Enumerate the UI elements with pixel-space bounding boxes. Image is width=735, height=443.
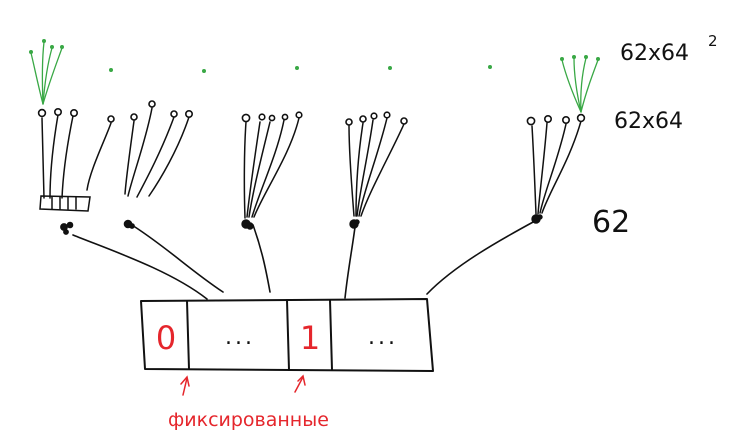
cell-fixed-zero: 0 [156,319,176,357]
array-to-node-lines [72,220,536,300]
fixed-label: фиксированные [168,409,329,431]
level1-nodes [60,214,543,235]
cell-fixed-one: 1 [300,319,320,357]
level3-branches [30,41,599,113]
level2-branches [39,107,582,219]
node-4 [349,219,360,229]
level1-size-label: 62 [592,205,630,240]
level3-size-label: 62x64 [620,41,689,66]
annotations: фиксированные [168,409,329,431]
array-divider [286,299,290,371]
node-5 [531,214,543,224]
cell-ellipsis: ... [368,325,398,350]
array-divider [329,299,333,371]
array-box [140,298,434,372]
level-size-labels: 62x64 2 62x64 62 [592,32,718,240]
annotation-arrows [180,374,306,396]
node-2 [123,219,135,229]
level2-size-label: 62x64 [614,109,683,134]
level2-leaves [37,100,586,126]
node-3 [241,219,254,230]
level3-leaves [29,39,600,73]
node-1 [60,221,74,235]
array-cells: 0 ... 1 ... [156,319,398,357]
level3-size-exponent: 2 [708,32,718,50]
cell-ellipsis: ... [225,325,255,350]
array-divider [186,300,190,370]
